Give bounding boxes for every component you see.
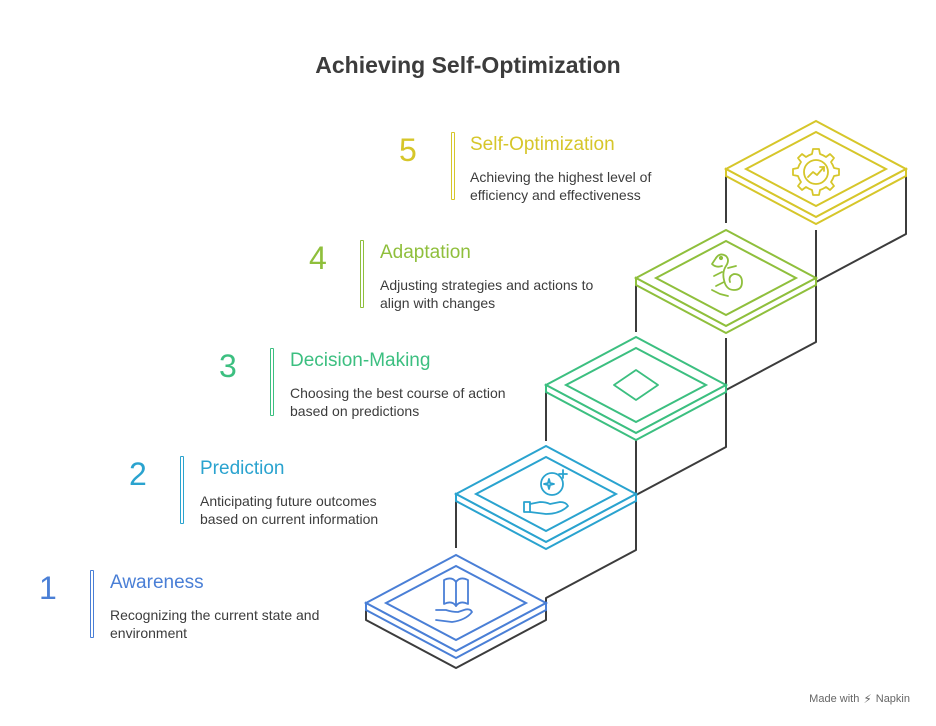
diamond-icon	[613, 369, 659, 401]
tile-2	[453, 444, 639, 551]
napkin-logo-icon: ⚡	[863, 692, 872, 706]
step-description: Anticipating future outcomes based on cu…	[200, 493, 379, 527]
step-number: 4	[309, 240, 327, 276]
step-title: Awareness	[110, 572, 204, 593]
step-bar	[180, 456, 184, 524]
step-title: Adaptation	[380, 242, 471, 263]
footer-credit: Made with ⚡ Napkin	[809, 692, 910, 706]
tile-4	[633, 228, 819, 335]
open-book-hand-icon	[435, 577, 473, 623]
tile-3	[543, 335, 729, 442]
step-bar	[90, 570, 94, 638]
gear-growth-icon	[792, 148, 840, 196]
page-title: Achieving Self-Optimization	[315, 52, 621, 78]
step-number: 5	[399, 132, 417, 168]
step-bar	[451, 132, 455, 200]
step-title: Decision-Making	[290, 350, 431, 371]
step-description: Adjusting strategies and actions to alig…	[380, 277, 594, 311]
crystal-ball-hand-icon	[523, 469, 569, 515]
step-bar	[270, 348, 274, 416]
step-number: 1	[39, 570, 57, 606]
footer-brand: Napkin	[875, 693, 910, 705]
step-description: Achieving the highest level of efficienc…	[470, 169, 652, 203]
chameleon-icon	[711, 253, 743, 297]
step-title: Self-Optimization	[470, 134, 615, 155]
step-title: Prediction	[200, 458, 285, 479]
footer-text: Made with	[809, 693, 860, 705]
step-description: Choosing the best course of action based…	[290, 385, 506, 419]
step-number: 2	[129, 456, 147, 492]
tile-5	[723, 119, 909, 226]
step-bar	[360, 240, 364, 308]
step-number: 3	[219, 348, 237, 384]
step-description: Recognizing the current state and enviro…	[110, 607, 320, 641]
